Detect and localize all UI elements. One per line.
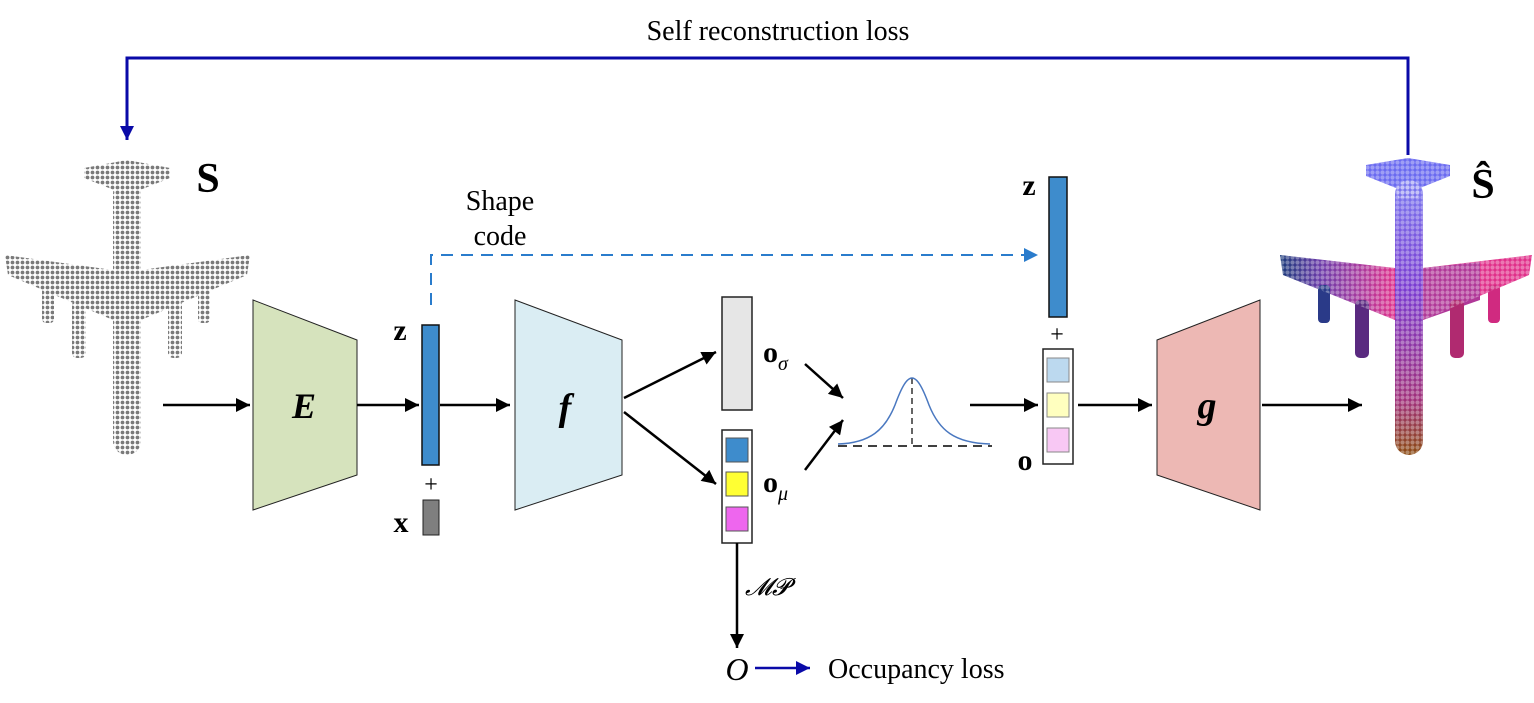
plus-sign-left: + xyxy=(424,472,438,498)
plus-sign-right: + xyxy=(1050,322,1064,348)
latent-code-z-right: z xyxy=(1022,169,1068,318)
input-airplane-point-cloud xyxy=(5,160,250,455)
occupancy-symbol: O xyxy=(725,651,748,687)
o-right-label: o xyxy=(1018,444,1033,477)
decoder-g-label: g xyxy=(1197,385,1217,427)
o-cell-blue-light xyxy=(1046,357,1070,383)
self-recon-loss-label: Self reconstruction loss xyxy=(647,16,910,47)
arrow-f-to-o-sigma xyxy=(623,350,717,400)
shape-code-label-line1: Shape xyxy=(466,186,534,217)
o-sigma-label: oσ xyxy=(763,336,789,375)
decoder-g-block: g xyxy=(1156,299,1261,511)
latent-z-label: z xyxy=(393,314,406,347)
encoder-block: E xyxy=(252,299,358,511)
arrow-f-to-o-mu xyxy=(623,411,717,485)
shape-code-label-line2: code xyxy=(474,221,527,252)
arrow-o-sigma-to-gaussian xyxy=(804,363,844,399)
shape-code-path: Shape code xyxy=(430,186,1038,305)
o-mu-cell-yellow xyxy=(725,471,749,497)
self-reconstruction-loss-loop: Self reconstruction loss xyxy=(120,16,1410,155)
mp-label: 𝓜𝓟 xyxy=(745,575,796,601)
o-mu-cell-blue xyxy=(725,437,749,463)
o-mu-label: oμ xyxy=(763,466,788,505)
query-x-label: x xyxy=(394,506,409,539)
o-cell-magenta-light xyxy=(1046,427,1070,453)
o-sampled-vector: o xyxy=(1018,348,1074,477)
output-airplane-point-cloud xyxy=(1280,158,1532,455)
output-shape-label: Ŝ xyxy=(1471,160,1494,208)
o-cell-yellow-light xyxy=(1046,392,1070,418)
gaussian-sampling xyxy=(837,377,992,447)
mlp-f-block: f xyxy=(514,299,623,511)
latent-z-right-label: z xyxy=(1022,169,1035,202)
encoder-label: E xyxy=(291,386,316,426)
gaussian-curve xyxy=(837,377,991,445)
o-mu-vector: oμ xyxy=(721,429,788,544)
mlp-f-label: f xyxy=(559,387,575,429)
input-shape-label: S xyxy=(196,156,219,202)
o-sigma-vector: oσ xyxy=(721,296,789,411)
latent-code-z: z xyxy=(393,314,440,466)
o-mu-cell-magenta xyxy=(725,506,749,532)
arrow-o-mu-to-gaussian xyxy=(804,419,844,471)
self-recon-arrow xyxy=(120,56,1410,155)
occupancy-loss-label: Occupancy loss xyxy=(828,654,1005,685)
query-point-x: x xyxy=(394,499,440,539)
